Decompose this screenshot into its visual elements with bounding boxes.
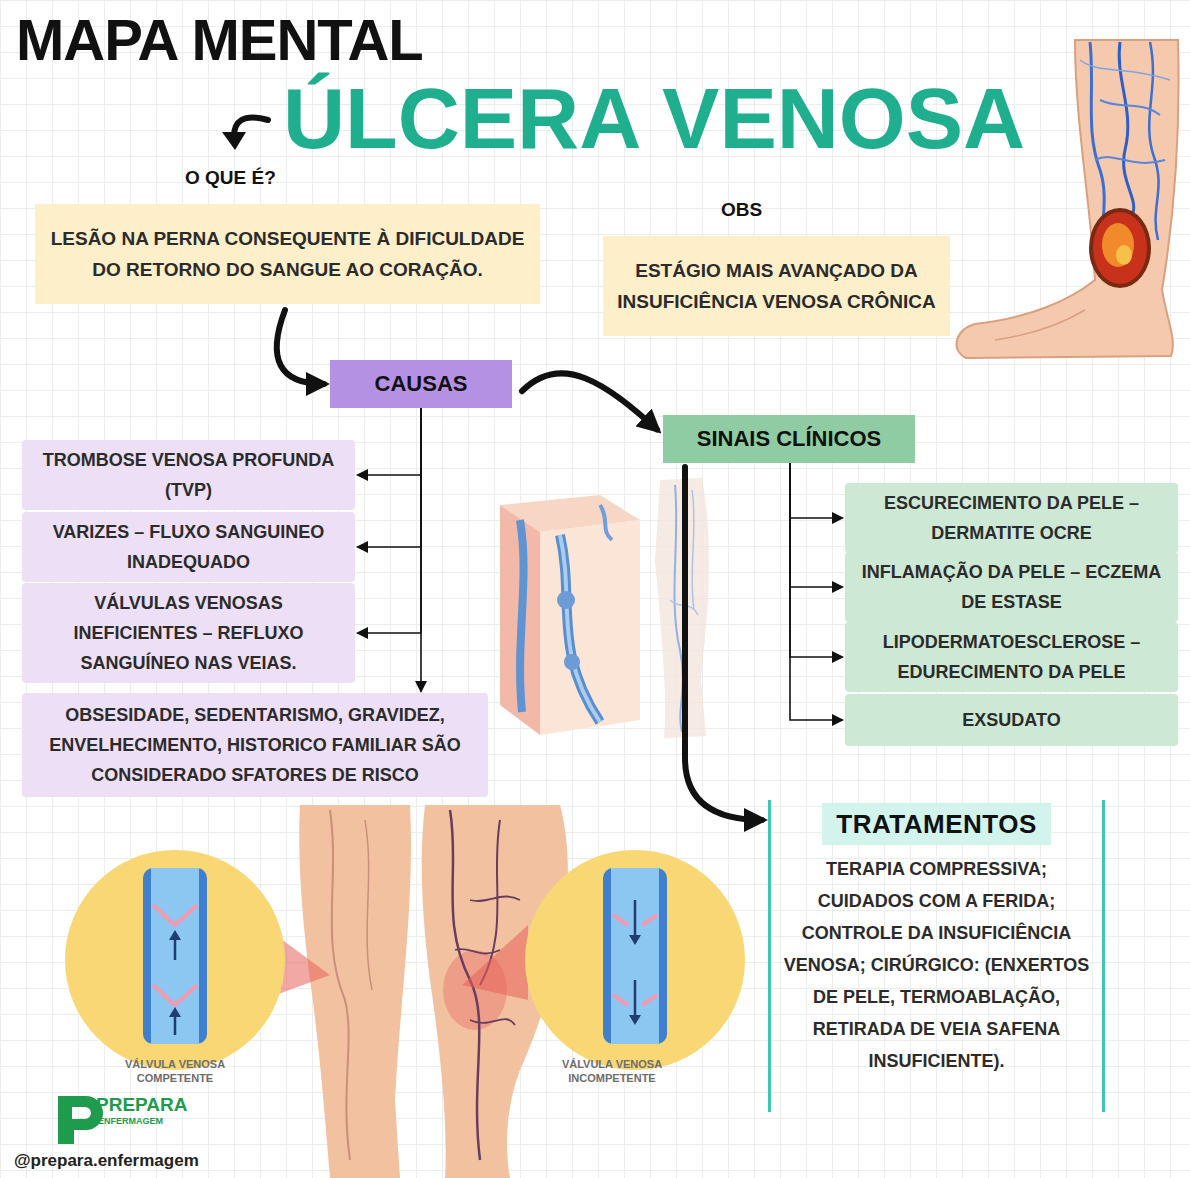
ulcer-leg-illustration-part: [1093, 212, 1147, 284]
branch-connector: [358, 408, 421, 547]
title-arrow-part: [222, 132, 246, 150]
treatment-heading: TRATAMENTOS: [822, 803, 1051, 845]
branch-connector: [790, 463, 842, 720]
vein-section-illustration: [500, 495, 640, 735]
category-label: CAUSAS: [375, 370, 468, 398]
logo-subname: ENFERMAGEM: [98, 1116, 163, 1127]
vein-section-illustration-part: [600, 505, 612, 540]
item-box: INFLAMAÇÃO DA PELE – ECZEMA DE ESTASE: [845, 552, 1178, 622]
branch-connector: [790, 463, 842, 657]
legs-illustration-part: [330, 810, 350, 1160]
branch-connector: [358, 408, 421, 475]
ulcer-leg-illustration-part: [1095, 157, 1165, 163]
figure-caption: VÁLVULA VENOSA INCOMPETENTE: [532, 1057, 692, 1085]
legs-illustration-part: [365, 820, 372, 990]
treatment-text: TERAPIA COMPRESSIVA; CUIDADOS COM A FERI…: [779, 853, 1094, 1077]
vein-section-illustration-part: [520, 520, 524, 712]
figure-caption: VÁLVULA VENOSA COMPETENTE: [95, 1057, 255, 1085]
valve-magnifier-competent-part: [169, 930, 181, 940]
pale-leg-illustration-part: [692, 490, 694, 610]
ulcer-leg-illustration-part: [1080, 60, 1170, 80]
item-box: EXSUDATO: [845, 694, 1178, 746]
valve-magnifier-incompetent-part: [525, 850, 745, 1070]
item-text: OBSESIDADE, SEDENTARISMO, GRAVIDEZ, ENVE…: [34, 700, 476, 790]
item-text: VARIZES – FLUXO SANGUINEO INADEQUADO: [34, 517, 343, 577]
valve-magnifier-competent-part: [151, 868, 199, 1044]
valve-magnifier-competent-part: [169, 1007, 181, 1017]
title-arrow: [222, 118, 268, 151]
note-box: O QUE É? LESÃO NA PERNA CONSEQUENTE À DIF…: [35, 166, 540, 304]
ulcer-leg-illustration-part: [995, 310, 1085, 340]
legs-illustration: [299, 805, 568, 1178]
ulcer-leg-illustration-part: [1100, 100, 1160, 115]
valve-magnifier-competent-part: [143, 868, 207, 1044]
watermark: @prepara.enfermagem: [14, 1150, 199, 1171]
item-box: TROMBOSE VENOSA PROFUNDA (TVP): [22, 440, 355, 510]
valve-magnifier-competent-part: [174, 935, 177, 1035]
box-heading: OBS: [721, 198, 950, 222]
ulcer-leg-illustration-part: [1149, 42, 1158, 240]
treatment-panel: TRATAMENTOS TERAPIA COMPRESSIVA; CUIDADOS…: [768, 800, 1105, 1112]
box-body: LESÃO NA PERNA CONSEQUENTE À DIFICULDADE…: [35, 204, 540, 304]
heading-wrap: TRATAMENTOS: [779, 803, 1094, 845]
vein-section-illustration-part: [564, 654, 580, 670]
branch-connector: [420, 408, 422, 691]
valve-magnifier-incompetent-part: [611, 868, 659, 1044]
box-body: ESTÁGIO MAIS AVANÇADO DA INSUFICIÊNCIA V…: [603, 236, 950, 336]
item-box: VARIZES – FLUXO SANGUINEO INADEQUADO: [22, 512, 355, 582]
item-box: VÁLVULAS VENOSAS INEFICIENTES – REFLUXO …: [22, 583, 355, 683]
item-text: VÁLVULAS VENOSAS INEFICIENTES – REFLUXO …: [34, 588, 343, 678]
box-text: ESTÁGIO MAIS AVANÇADO DA INSUFICIÊNCIA V…: [617, 255, 936, 317]
item-text: EXSUDATO: [962, 705, 1060, 735]
box-text: LESÃO NA PERNA CONSEQUENTE À DIFICULDADE…: [49, 223, 526, 285]
vein-section-illustration-part: [540, 520, 640, 735]
ulcer-leg-illustration-part: [1102, 223, 1134, 267]
item-box: LIPODERMATOESCLEROSE – EDURECIMENTO DA P…: [845, 622, 1178, 692]
item-text: INFLAMAÇÃO DA PELE – ECZEMA DE ESTASE: [857, 557, 1166, 617]
valve-magnifier-incompetent-part: [629, 1015, 641, 1025]
legs-illustration-part: [299, 805, 411, 1178]
pale-leg-illustration-part: [674, 485, 682, 732]
ulcer-leg-illustration-part: [1116, 245, 1132, 265]
category-label: SINAIS CLÍNICOS: [697, 425, 882, 453]
vein-section-illustration-part: [560, 535, 600, 722]
valve-magnifier-incompetent-part: [603, 868, 667, 1044]
valve-magnifier-competent: [65, 850, 330, 1070]
branch-connector: [358, 408, 421, 633]
valve-magnifier-incompetent-part: [629, 935, 641, 945]
ulcer-leg-illustration-part: [1089, 208, 1151, 288]
curved-arrow: [522, 373, 657, 429]
branch-connector: [790, 463, 842, 518]
main-title: ÚLCERA VENOSA: [283, 70, 1025, 166]
item-text: ESCURECIMENTO DA PELE – DERMATITE OCRE: [857, 488, 1166, 548]
item-box: OBSESIDADE, SEDENTARISMO, GRAVIDEZ, ENVE…: [22, 693, 488, 797]
item-text: LIPODERMATOESCLEROSE – EDURECIMENTO DA P…: [857, 627, 1166, 687]
vein-section-illustration-part: [557, 591, 575, 609]
logo-name: PREPARA: [96, 1094, 188, 1116]
item-box: ESCURECIMENTO DA PELE – DERMATITE OCRE: [845, 483, 1178, 553]
box-heading: O QUE É?: [185, 166, 540, 190]
ulcer-leg-illustration-part: [1119, 42, 1134, 215]
valve-magnifier-competent-part: [65, 850, 285, 1070]
category-box: CAUSAS: [330, 360, 512, 408]
valve-magnifier-incompetent-part: [462, 925, 528, 1000]
vein-section-illustration-part: [500, 505, 540, 735]
valve-magnifier-incompetent-part: [634, 900, 637, 1020]
page-heading: MAPA MENTAL: [16, 6, 423, 74]
curved-arrow: [685, 467, 762, 820]
vein-section-illustration-part: [560, 535, 600, 722]
curved-arrow: [277, 310, 324, 384]
category-box: SINAIS CLÍNICOS: [663, 415, 915, 463]
branch-connector: [790, 463, 842, 587]
note-box: OBS ESTÁGIO MAIS AVANÇADO DA INSUFICIÊNCI…: [603, 198, 950, 336]
item-text: TROMBOSE VENOSA PROFUNDA (TVP): [34, 445, 343, 505]
valve-magnifier-incompetent: [462, 850, 745, 1070]
